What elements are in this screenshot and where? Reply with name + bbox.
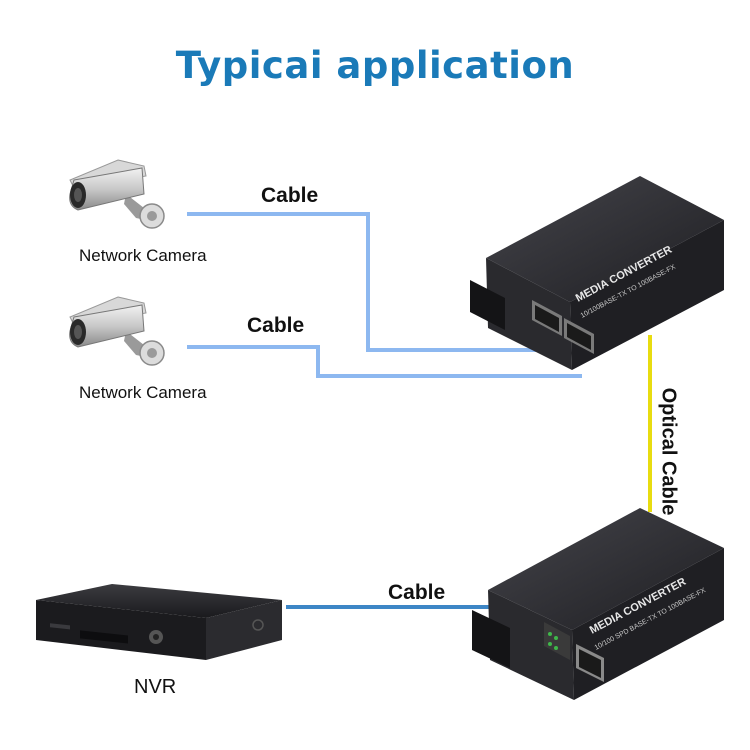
cable-label-3: Cable (388, 581, 446, 604)
camera-label-2: Network Camera (79, 383, 207, 402)
optical-cable-label: Optical Cable (657, 387, 680, 516)
media-converter-icon (470, 176, 724, 370)
cable-label-1: Cable (261, 184, 319, 207)
page-title: Typicai application (175, 44, 575, 87)
camera-label-1: Network Camera (79, 246, 207, 265)
nvr-label: NVR (134, 676, 177, 698)
network-camera-icon (69, 296, 165, 366)
cable-line-camera-2 (187, 345, 582, 378)
cable-label-2: Cable (247, 314, 305, 337)
network-camera-icon (69, 159, 165, 229)
media-converter-icon (472, 508, 724, 700)
cable-line-camera-1 (187, 212, 540, 352)
nvr-icon (36, 584, 282, 660)
